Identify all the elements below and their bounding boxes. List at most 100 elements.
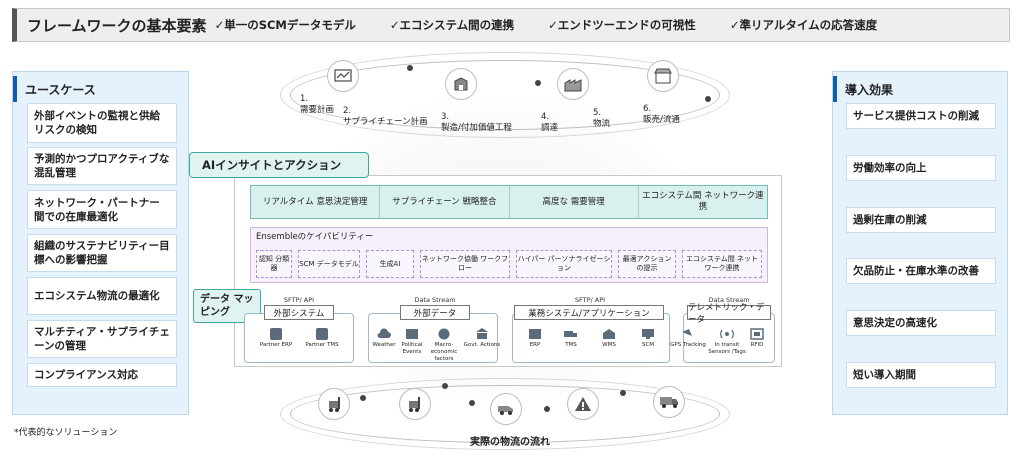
ai-cell: 高度な 需要管理 — [510, 186, 639, 218]
ai-capability-bar: リアルタイム 意思決定管理 サプライチェーン 戦略整合 高度な 需要管理 エコシ… — [250, 185, 768, 219]
group-title: 外部システム — [264, 305, 334, 320]
capability-item: ハイパー パーソナライゼーション — [516, 250, 612, 278]
source-item: ERP — [515, 327, 555, 349]
use-case-card: コンプライアンス対応 — [27, 363, 177, 387]
use-case-card: ネットワーク・パートナー間での在庫最適化 — [27, 190, 177, 229]
truck-icon — [653, 386, 685, 418]
use-case-card: 予測的かつプロアクティブな混乱管理 — [27, 147, 177, 185]
ring-dot — [544, 406, 550, 412]
capability-item: 生成AI — [366, 250, 414, 278]
source-item: SCM — [628, 327, 668, 349]
effect-card: 短い導入期間 — [846, 362, 996, 388]
use-case-card: 外部イベントの監視と供給リスクの検知 — [27, 103, 177, 143]
telemetry-group — [683, 313, 775, 363]
van-icon — [490, 393, 522, 425]
factory-icon — [557, 68, 589, 100]
check-item: ✓単一のSCMデータモデル — [214, 18, 356, 32]
group-title: テレメトリック・データ — [687, 303, 771, 325]
physical-flow-label: 実際の物流の流れ — [470, 437, 550, 448]
use-case-card: マルチティア・サプライチェーンの管理 — [27, 320, 177, 358]
source-item: Macro-economic factors — [424, 327, 464, 363]
use-case-card: 組織のサステナビリティー目標への影響把握 — [27, 234, 177, 272]
use-case-card: エコシステム物流の最適化 — [27, 277, 177, 315]
source-item: WMS — [589, 327, 629, 349]
group-sub-label: Data Stream — [708, 296, 750, 304]
source-item: Partner TMS — [302, 327, 342, 349]
ai-cell: サプライチェーン 戦略整合 — [380, 186, 510, 218]
source-item: Political Events — [392, 327, 432, 356]
bottom-ring-outer — [280, 378, 730, 450]
server-icon — [270, 328, 282, 340]
ring-dot — [442, 383, 448, 389]
group-sub-label: SFTP/ API — [283, 296, 315, 304]
ring-dot — [360, 395, 366, 401]
erp-icon — [529, 329, 541, 339]
rfid-icon — [750, 328, 764, 340]
ring-dot — [469, 400, 475, 406]
forklift-icon — [318, 388, 350, 420]
gps-icon — [682, 329, 692, 336]
check-item: ✓準リアルタイムの応答速度 — [729, 18, 878, 32]
warning-icon — [567, 388, 599, 420]
header-title: フレームワークの基本要素 — [27, 16, 207, 35]
use-case-title: ユースケース — [13, 76, 188, 102]
effect-card: 欠品防止・在庫水準の改善 — [846, 258, 996, 284]
capability-item: 最適アクション の提示 — [618, 250, 676, 278]
capability-title: Ensembleのケイパビリティー — [256, 232, 374, 242]
step-5: 5.物流 — [593, 108, 611, 129]
effect-card: 過剰在庫の削減 — [846, 207, 996, 233]
effect-card: 意思決定の高速化 — [846, 310, 996, 336]
government-icon — [476, 328, 488, 339]
header-checks: ✓単一のSCMデータモデル ✓エコシステム間の連携 ✓エンドツーエンドの可視性 … — [215, 17, 878, 33]
external-system-group — [244, 313, 354, 363]
data-mapping-label: データ マッピング — [193, 289, 261, 323]
cloud-icon — [377, 328, 391, 338]
step-3: 3.製造/付加価値工程 — [441, 112, 512, 133]
group-title: 外部データ — [400, 305, 470, 320]
source-item: RFID — [737, 327, 777, 349]
server-icon — [316, 328, 328, 340]
source-item: TMS — [551, 327, 591, 349]
forklift-icon — [399, 388, 431, 420]
effect-card: 労働効率の向上 — [846, 155, 996, 181]
source-item: Govt. Actions — [462, 327, 502, 349]
step-6: 6.販売/流通 — [643, 104, 680, 125]
building-icon — [445, 68, 477, 100]
sensor-icon — [720, 329, 734, 339]
group-sub-label: SFTP/ API — [574, 296, 606, 304]
source-item: GPS Tracking — [668, 327, 708, 349]
ai-insight-label: AIインサイトとアクション — [189, 152, 369, 178]
capability-item: エコシステム間 ネットワーク連携 — [682, 250, 762, 278]
step-2: 2.サプライチェーン計画 — [343, 106, 428, 127]
ring-dot — [705, 96, 711, 102]
step-1: 1.需要計画 — [300, 94, 335, 115]
header-banner: フレームワークの基本要素 ✓単一のSCMデータモデル ✓エコシステム間の連携 ✓… — [12, 8, 1010, 42]
check-item: ✓エンドツーエンドの可視性 — [548, 18, 696, 32]
capability-item: SCM データモデル — [298, 250, 360, 278]
group-title: 業務システム/アプリケーション — [514, 305, 664, 320]
group-sub-label: Data Stream — [414, 296, 456, 304]
ai-cell: リアルタイム 意思決定管理 — [251, 186, 381, 218]
effects-title: 導入効果 — [833, 76, 1007, 102]
truck-icon — [564, 331, 577, 337]
news-icon — [406, 329, 418, 339]
warehouse-icon — [603, 329, 615, 339]
capability-item: 認知 分類器 — [256, 250, 292, 278]
source-item: Partner ERP — [256, 327, 296, 349]
ring-dot — [535, 80, 541, 86]
source-item: Weather — [364, 327, 404, 349]
globe-icon — [438, 328, 450, 340]
store-icon — [647, 60, 679, 92]
monitor-icon — [642, 329, 654, 339]
effect-card: サービス提供コストの削減 — [846, 103, 996, 129]
step-4: 4.調達 — [541, 112, 559, 133]
ai-cell: エコシステム間 ネットワーク連携 — [642, 191, 764, 212]
footnote: *代表的なソリューション — [14, 428, 118, 438]
check-item: ✓エコシステム間の連携 — [389, 18, 515, 32]
top-ring-outer — [280, 52, 730, 138]
demand-icon — [327, 60, 359, 92]
capability-item: ネットワーク協働 ワークフロー — [420, 250, 510, 278]
ring-dot — [407, 65, 413, 71]
source-item: In transit Sensors /Tags — [707, 327, 747, 356]
